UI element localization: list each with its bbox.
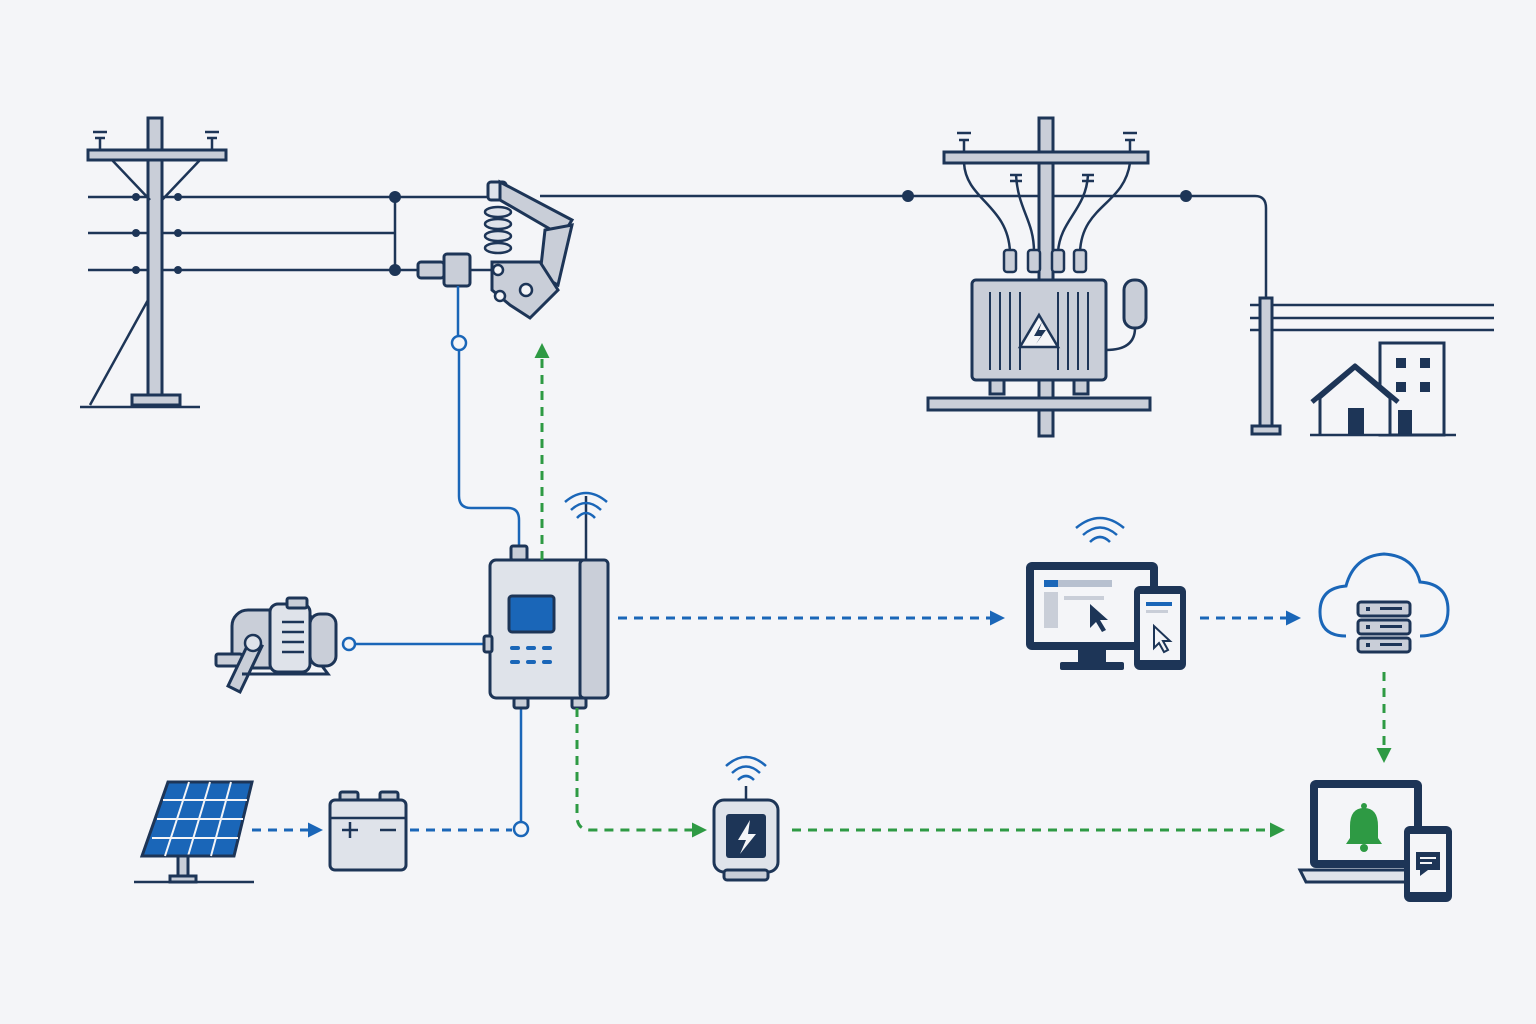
wireless-sensor-icon <box>712 755 780 882</box>
power-flow-links <box>252 610 1301 838</box>
alert-signal-links <box>534 343 1392 838</box>
solar-panel-icon <box>134 780 254 884</box>
pole-transformer-icon <box>926 116 1152 438</box>
battery-icon <box>328 790 408 872</box>
electric-motor-icon <box>214 596 338 695</box>
desktop-and-tablet-icon <box>1026 516 1186 670</box>
utility-pole-icon <box>80 116 228 409</box>
motorized-switch-icon <box>416 179 575 320</box>
cloud-server-icon <box>1318 552 1450 654</box>
control-wires <box>341 286 530 838</box>
laptop-phone-alert-icon <box>1297 780 1452 902</box>
house-and-building-icon <box>1250 296 1494 437</box>
remote-terminal-unit-icon <box>482 491 610 710</box>
